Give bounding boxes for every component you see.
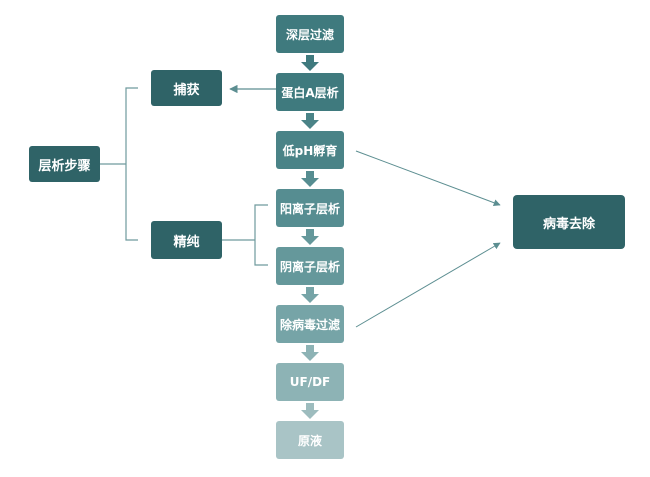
virus-arrow-1 — [355, 150, 501, 207]
virus-arrow-2 — [355, 242, 501, 328]
root-node: 层析步骤 — [29, 146, 100, 182]
down-arrow-icon — [301, 229, 319, 245]
virus-removal-label: 病毒去除 — [542, 216, 595, 232]
step-cation: 阳离子层析 — [276, 189, 344, 227]
step-label: 阳离子层析 — [279, 201, 340, 216]
branch-capture-label: 捕获 — [173, 82, 200, 98]
down-arrow-icon — [301, 171, 319, 187]
step-low-ph: 低pH孵育 — [276, 131, 344, 169]
down-arrow-icon — [301, 55, 319, 71]
down-arrow-icon — [301, 403, 319, 419]
step-label: 深层过滤 — [285, 27, 334, 42]
branch-polish: 精纯 — [151, 221, 222, 259]
down-arrow-icon — [301, 287, 319, 303]
step-uf-df: UF/DF — [276, 363, 344, 401]
root-label: 层析步骤 — [38, 158, 91, 174]
step-label: 原液 — [297, 433, 322, 448]
step-label: 阴离子层析 — [279, 259, 340, 274]
step-virus-filtration: 除病毒过滤 — [276, 305, 344, 343]
virus-removal-node: 病毒去除 — [513, 195, 625, 249]
step-depth-filtration: 深层过滤 — [276, 15, 344, 53]
step-label: 低pH孵育 — [282, 143, 338, 158]
step-protein-a: 蛋白A层析 — [276, 73, 344, 111]
branch-polish-label: 精纯 — [173, 234, 200, 250]
step-anion: 阴离子层析 — [276, 247, 344, 285]
step-label: 除病毒过滤 — [279, 317, 340, 332]
step-label: UF/DF — [289, 375, 331, 389]
down-arrow-icon — [301, 113, 319, 129]
polish-bracket — [254, 204, 268, 266]
step-label: 蛋白A层析 — [281, 85, 339, 100]
step-drug-substance: 原液 — [276, 421, 344, 459]
branch-capture: 捕获 — [151, 70, 222, 106]
root-bracket — [125, 87, 138, 241]
down-arrow-icon — [301, 345, 319, 361]
